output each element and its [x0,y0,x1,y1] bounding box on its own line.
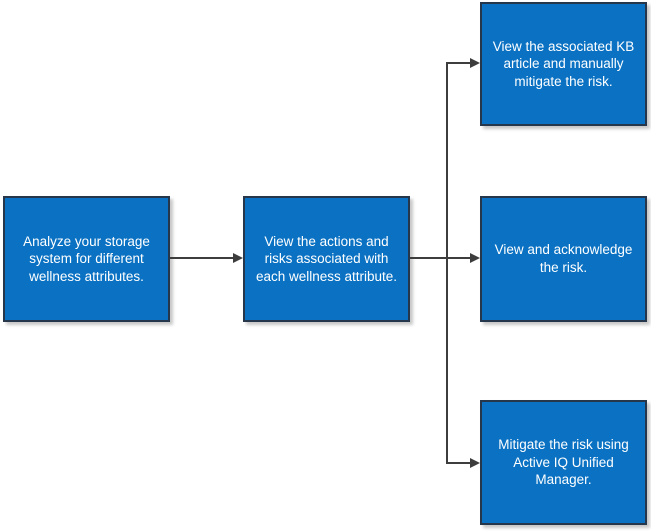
connector-branch-to-mitigate [446,462,470,464]
node-view-actions-risks-label: View the actions and risks associated wi… [255,233,398,284]
arrowhead-analyze-to-view-icon [233,253,243,263]
node-acknowledge-risk: View and acknowledge the risk. [480,196,647,322]
node-mitigate-unified-manager-label: Mitigate the risk using Active IQ Unifie… [498,437,629,488]
node-analyze-storage: Analyze your storage system for differen… [3,196,170,322]
connector-branch-to-kb [446,62,470,64]
arrowhead-branch-to-kb-icon [470,58,480,68]
connector-analyze-to-view [170,257,233,259]
arrowhead-branch-to-acknowledge-icon [470,253,480,263]
node-view-kb-article-label: View the associated KB article and manua… [492,38,635,89]
node-view-kb-article: View the associated KB article and manua… [480,2,647,126]
node-analyze-storage-label: Analyze your storage system for differen… [23,233,150,284]
node-mitigate-unified-manager: Mitigate the risk using Active IQ Unifie… [480,400,647,525]
node-view-actions-risks: View the actions and risks associated wi… [243,196,410,322]
connector-view-to-branch [410,257,470,259]
connector-branch-vertical [446,62,448,464]
arrowhead-branch-to-mitigate-icon [470,458,480,468]
node-acknowledge-risk-label: View and acknowledge the risk. [494,242,633,275]
